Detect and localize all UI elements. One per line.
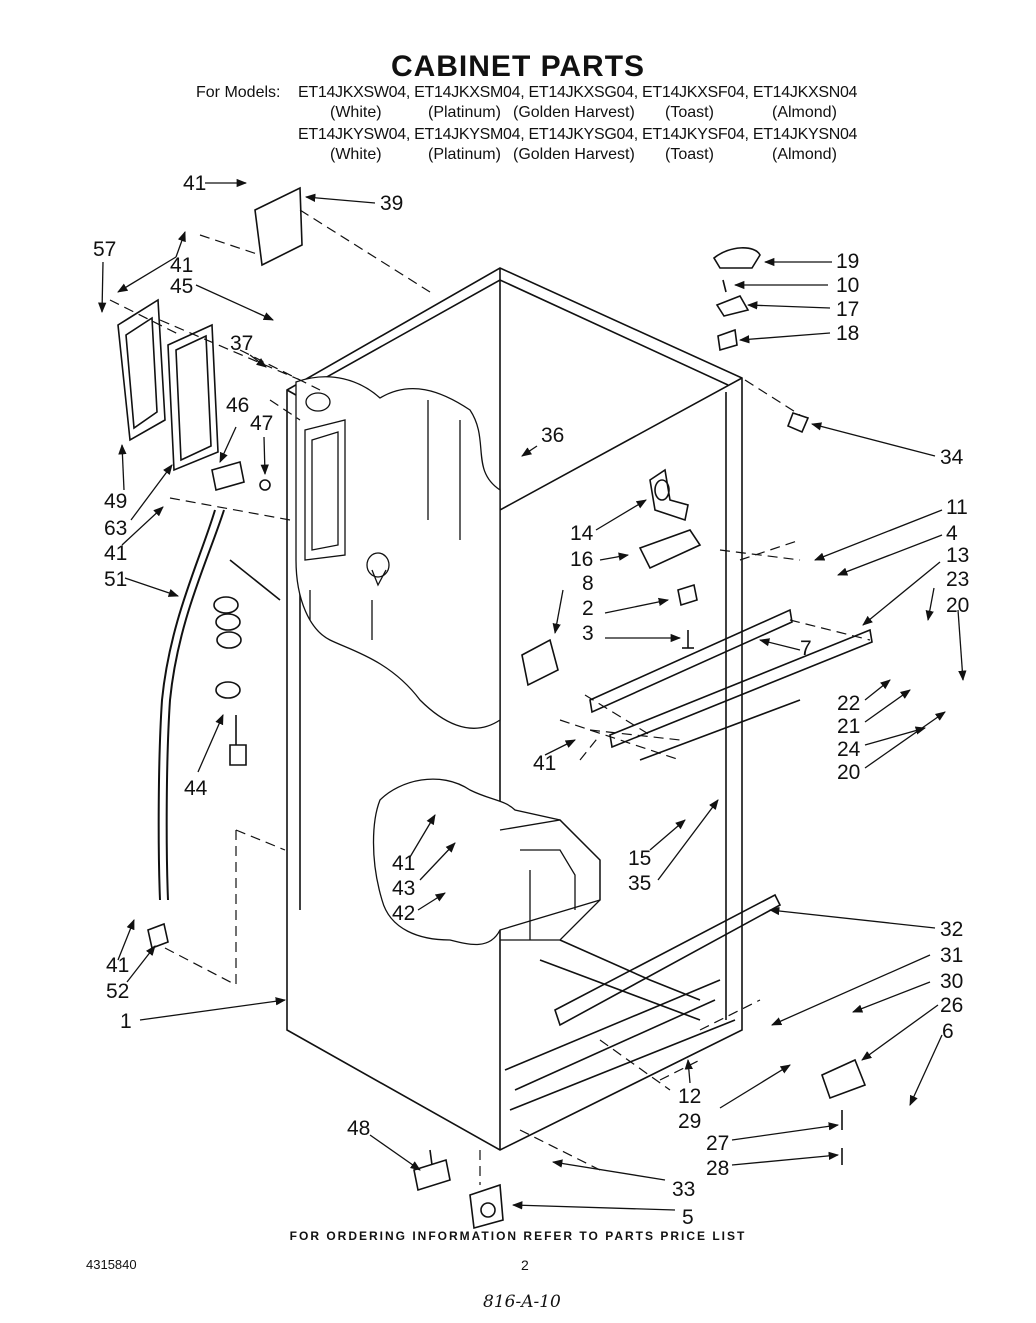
callout-2: 2 [582,597,594,620]
callout-1: 1 [120,1010,132,1033]
roller-5 [469,1183,504,1230]
callout-41: 41 [392,852,415,875]
callout-48: 48 [347,1117,370,1140]
color-row-2: (White) (Platinum) (Golden Harvest) (Toa… [0,146,1036,166]
callout-41: 41 [183,172,206,195]
callout-51: 51 [104,568,127,591]
color-row-1: (White) (Platinum) (Golden Harvest) (Toa… [0,104,1036,124]
callout-20: 20 [837,761,860,784]
models-label: For Models: [196,84,281,101]
bracket-39 [254,186,303,267]
callout-15: 15 [628,847,651,870]
callout-17: 17 [836,298,859,321]
callout-8: 8 [582,572,594,595]
page-title: CABINET PARTS [390,50,646,83]
document-number: 4315840 [86,1257,137,1272]
callout-27: 27 [706,1132,729,1155]
color-platinum: (Platinum) [428,104,501,121]
callout-13: 13 [946,544,969,567]
callout-45: 45 [170,275,193,298]
page-number: 2 [521,1257,529,1273]
model-row-1: ET14JKXSW04, ET14JKXSM04, ET14JKXSG04, E… [298,84,858,101]
cutaway-upper [295,376,501,729]
color-almond: (Almond) [772,146,837,163]
callout-41: 41 [104,542,127,565]
color-white: (White) [330,104,382,121]
callout-29: 29 [678,1110,701,1133]
callout-labels: 41 39 57 41 45 37 46 47 49 63 41 51 44 1… [93,172,969,1229]
callout-46: 46 [226,394,249,417]
clip-52 [147,922,169,950]
leg-48 [413,1149,451,1192]
callout-37: 37 [230,332,253,355]
callout-4: 4 [946,522,958,545]
color-toast: (Toast) [665,104,714,121]
water-tube-51 [157,509,225,901]
callout-57: 57 [93,238,116,261]
callout-43: 43 [392,877,415,900]
callout-3: 3 [582,622,594,645]
callout-36: 36 [541,424,564,447]
part-16 [638,529,702,570]
color-platinum: (Platinum) [428,146,501,163]
callout-34: 34 [940,446,964,469]
model-row-2: ET14JKYSW04, ET14JKYSM04, ET14JKYSG04, E… [298,126,858,143]
part-8 [521,638,559,687]
callout-20: 20 [946,594,969,617]
callout-28: 28 [706,1157,729,1180]
callout-31: 31 [940,944,963,967]
callout-35: 35 [628,872,651,895]
callout-52: 52 [106,980,129,1003]
callout-6: 6 [942,1020,954,1043]
color-golden-harvest: (Golden Harvest) [513,104,635,121]
hinge-bracket-14 [649,468,689,522]
ordering-footer: FOR ORDERING INFORMATION REFER TO PARTS … [289,1229,747,1243]
callout-32: 32 [940,918,963,941]
color-almond: (Almond) [772,104,837,121]
bottom-frame [504,893,782,1111]
color-white: (White) [330,146,382,163]
hinge-26 [821,1058,867,1165]
callout-49: 49 [104,490,127,513]
callout-23: 23 [946,568,969,591]
valve-46 [211,460,271,492]
part-2-3 [677,583,698,649]
callout-41: 41 [170,254,193,277]
coil-44 [213,559,281,766]
callout-30: 30 [940,970,963,993]
callout-26: 26 [940,994,963,1017]
callout-12: 12 [678,1085,701,1108]
callout-41: 41 [106,954,129,977]
callout-33: 33 [672,1178,695,1201]
callout-14: 14 [570,522,594,545]
callout-11: 11 [946,496,968,519]
top-hinge-parts [712,247,810,434]
callout-63: 63 [104,517,127,540]
callout-41: 41 [533,752,556,775]
callout-5: 5 [682,1206,694,1229]
handwritten-note: 816-A-10 [483,1292,561,1312]
callout-39: 39 [380,192,403,215]
cross-rail-7 [589,608,873,761]
panel-49 [117,298,166,442]
gasket-63 [167,323,219,472]
callout-24: 24 [837,738,861,761]
callout-22: 22 [837,692,860,715]
callout-47: 47 [250,412,273,435]
callout-18: 18 [836,322,859,345]
hidden-lines [109,209,871,1185]
callout-19: 19 [836,250,859,273]
callout-42: 42 [392,902,415,925]
color-toast: (Toast) [665,146,714,163]
callout-16: 16 [570,548,593,571]
callout-21: 21 [837,715,860,738]
callout-10: 10 [836,274,859,297]
leader-lines [98,178,967,1211]
callout-7: 7 [800,637,812,660]
color-golden-harvest: (Golden Harvest) [513,146,635,163]
callout-44: 44 [184,777,208,800]
